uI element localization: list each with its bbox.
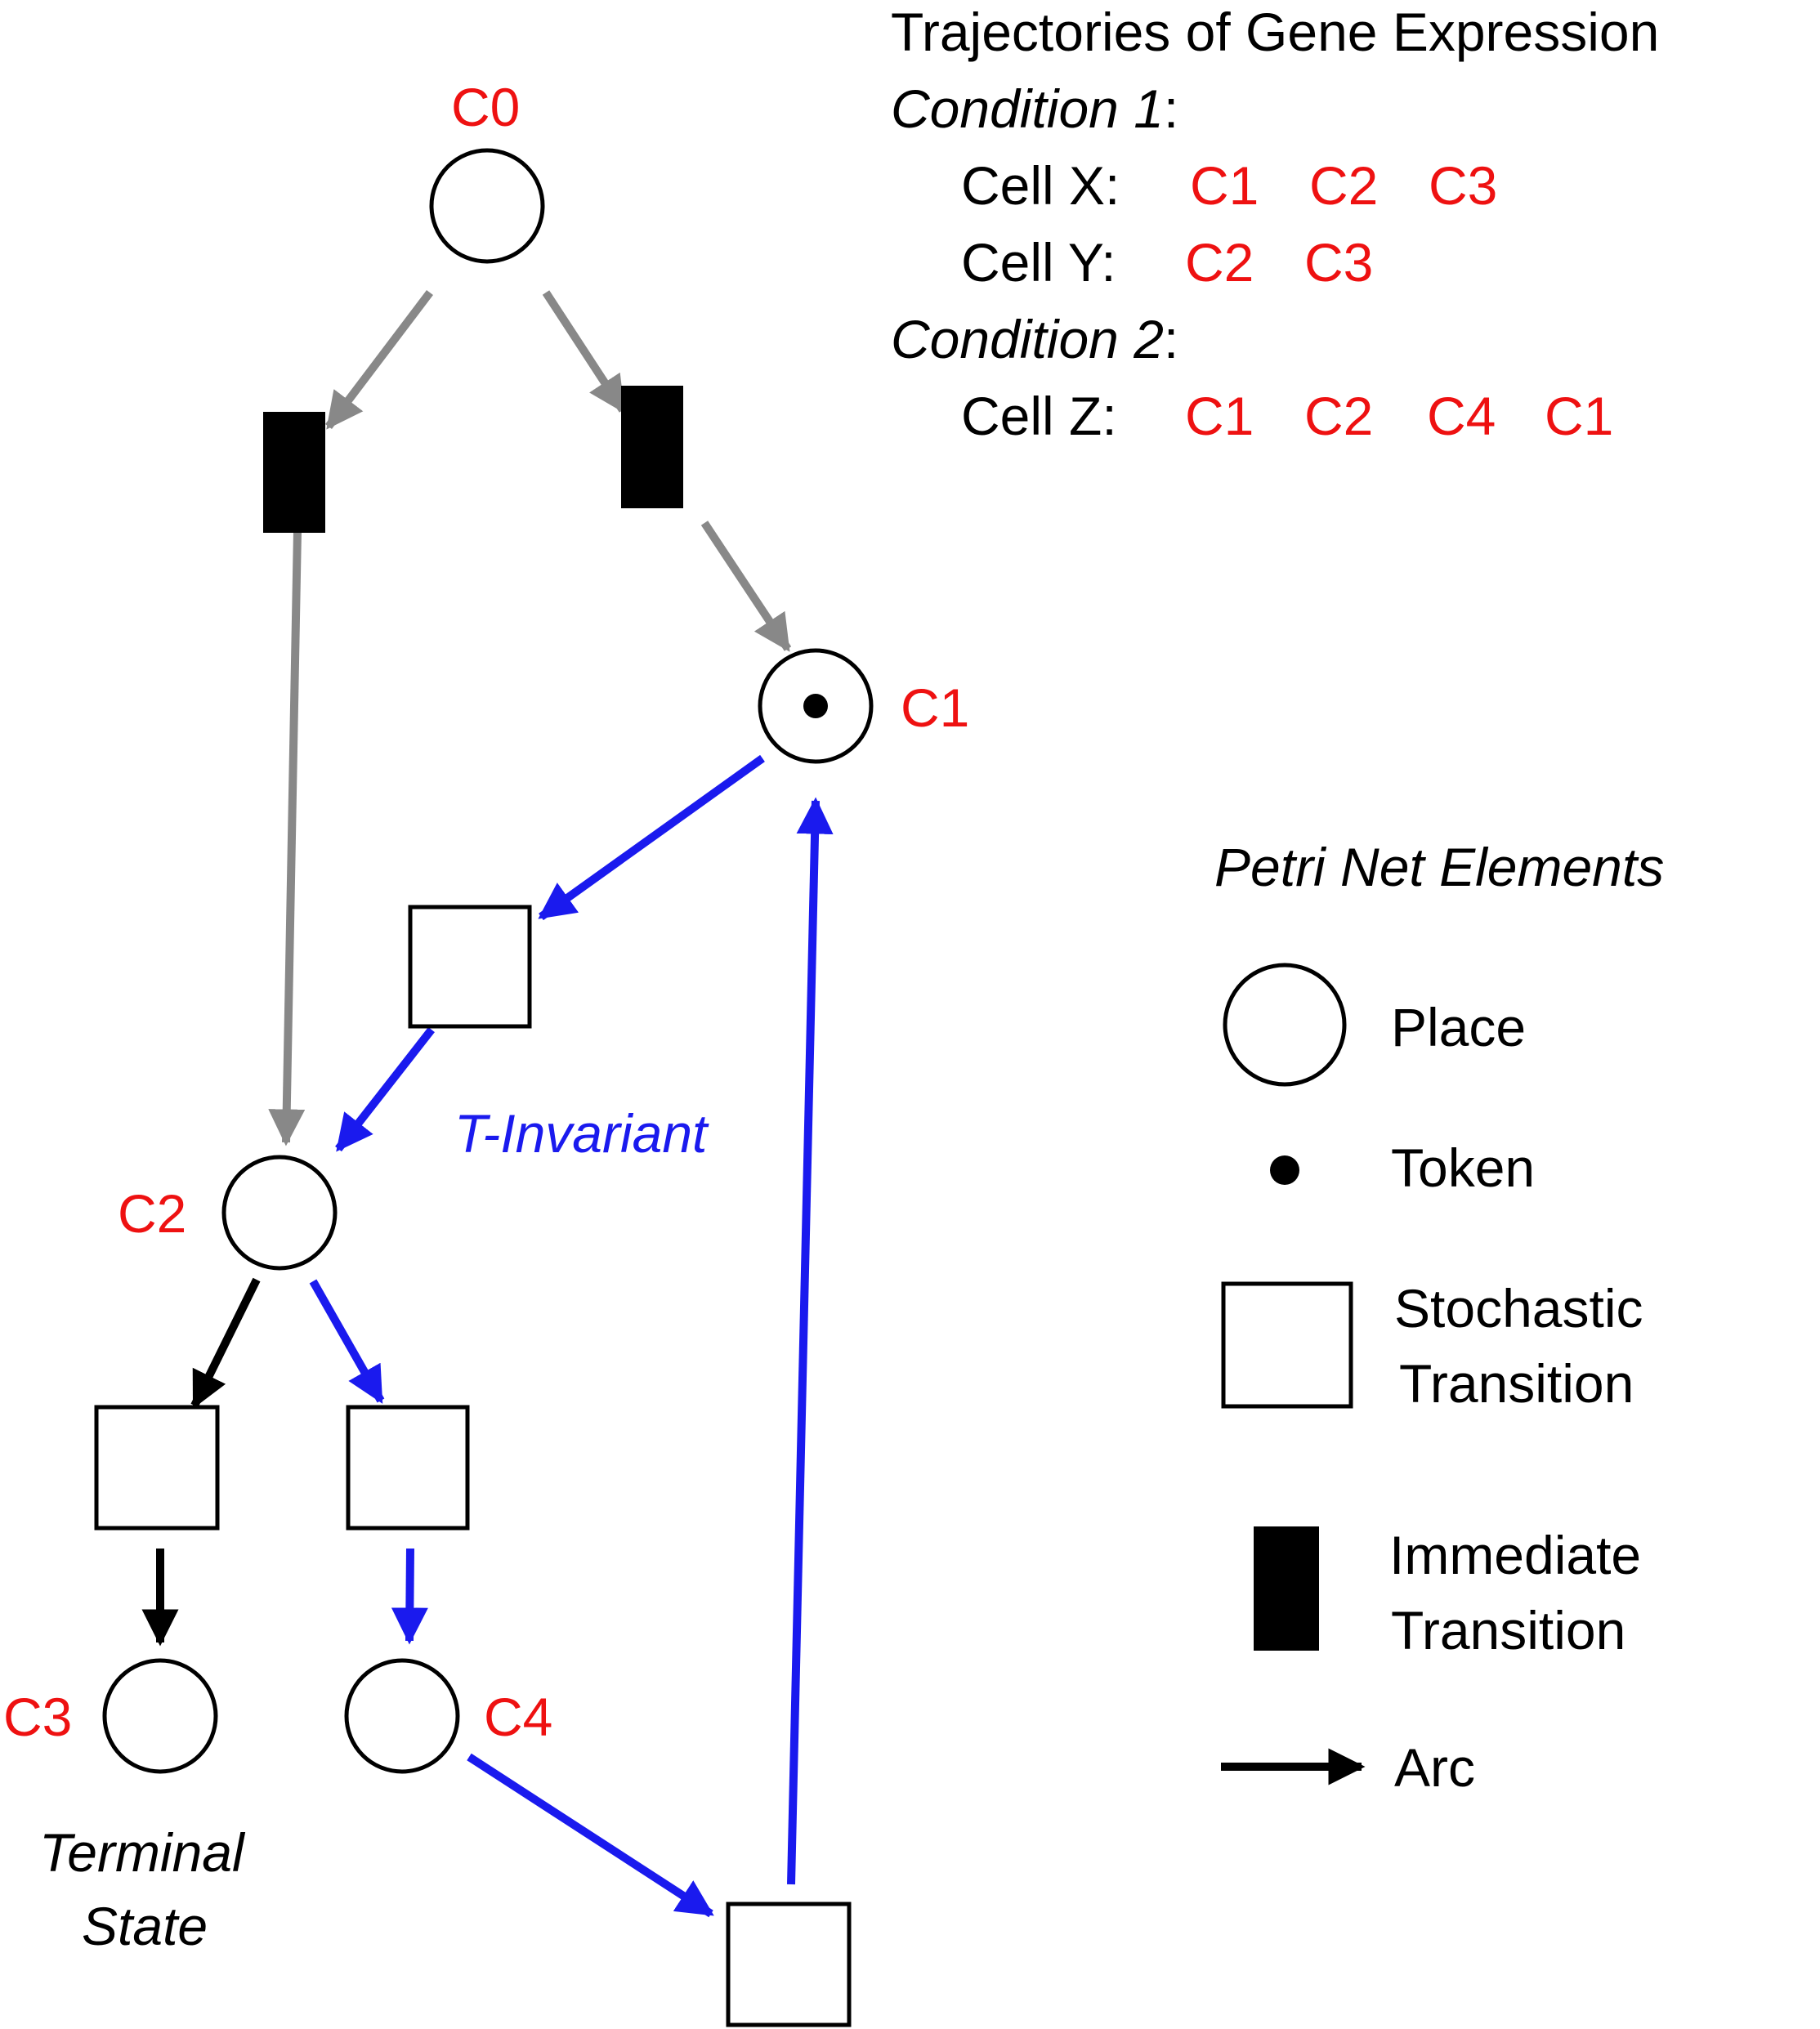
legend-immediate-label-line1: Immediate <box>1389 1525 1641 1585</box>
arc-c2-to-stochastic-right <box>309 1279 385 1404</box>
cell-z-state: C1 <box>1545 386 1613 446</box>
stochastic-transition-top <box>408 905 532 1029</box>
arc-c1-to-stochastic-top <box>538 754 765 921</box>
legend-stochastic-transition-icon <box>1221 1281 1353 1409</box>
place-c3 <box>102 1658 218 1774</box>
legend-token-label: Token <box>1391 1137 1535 1198</box>
terminal-state-line2: State <box>82 1896 208 1956</box>
place-c2 <box>221 1155 338 1271</box>
cell-y-state: C3 <box>1304 232 1373 293</box>
cell-z-state: C2 <box>1304 386 1373 446</box>
place-c4 <box>344 1658 460 1774</box>
stochastic-transition-bottom <box>726 1902 852 2027</box>
arc-immediate-left-to-c2 <box>268 530 306 1146</box>
arc-immediate-right-to-c1 <box>700 521 792 652</box>
arcs-normal <box>141 1277 1366 1785</box>
legend-title: Petri Net Elements <box>1214 837 1664 897</box>
place-c0 <box>429 148 545 264</box>
legend-immediate-label-line2: Transition <box>1391 1600 1625 1660</box>
arc-stochastic-bottom-to-c1 <box>787 797 834 1885</box>
legend-immediate-transition-icon <box>1254 1526 1319 1651</box>
condition-1-heading: Condition 1: <box>891 78 1178 139</box>
arc-stochastic-right-to-c4 <box>391 1548 428 1645</box>
arc-c0-to-immediate-left <box>325 289 433 430</box>
arcs-cycle <box>309 754 834 1918</box>
cell-z-label: Cell Z: <box>961 386 1117 446</box>
legend-place-icon <box>1223 963 1347 1087</box>
stochastic-transition-left <box>94 1405 220 1531</box>
cell-x-label: Cell X: <box>961 155 1120 216</box>
immediate-transition-left <box>263 412 325 533</box>
place-label-c3: C3 <box>3 1687 72 1747</box>
stochastic-transition-right <box>346 1405 470 1531</box>
legend-stochastic-label-line1: Stochastic <box>1394 1278 1643 1339</box>
arcs-immediate <box>268 289 792 1146</box>
cell-x-state: C1 <box>1190 155 1259 216</box>
arc-stochastic-top-to-c2 <box>335 1026 435 1152</box>
cell-z-state: C1 <box>1185 386 1254 446</box>
legend-token-icon <box>1270 1155 1299 1185</box>
trajectories-title: Trajectories of Gene Expression <box>891 2 1659 62</box>
arc-c2-to-stochastic-left <box>190 1277 261 1410</box>
cell-x-state: C3 <box>1429 155 1497 216</box>
place-label-c1: C1 <box>901 677 969 738</box>
t-invariant-label: T-Invariant <box>454 1103 709 1164</box>
immediate-transition-right <box>621 386 683 508</box>
arc-c0-to-immediate-right <box>542 290 627 413</box>
condition-2-heading: Condition 2: <box>891 309 1178 369</box>
place-label-c4: C4 <box>484 1687 552 1747</box>
place-label-c0: C0 <box>451 77 520 137</box>
cell-z-state: C4 <box>1427 386 1496 446</box>
cell-x-state: C2 <box>1309 155 1378 216</box>
legend-place-label: Place <box>1391 997 1526 1057</box>
terminal-state-line1: Terminal <box>39 1822 246 1883</box>
cell-y-state: C2 <box>1185 232 1254 293</box>
arc-c4-to-stochastic-bottom <box>467 1753 714 1918</box>
legend-stochastic-label-line2: Transition <box>1399 1353 1634 1414</box>
place-label-c2: C2 <box>118 1183 186 1244</box>
cell-y-label: Cell Y: <box>961 232 1116 293</box>
token-in-c1 <box>803 694 828 718</box>
legend-arc-label: Arc <box>1394 1737 1475 1798</box>
